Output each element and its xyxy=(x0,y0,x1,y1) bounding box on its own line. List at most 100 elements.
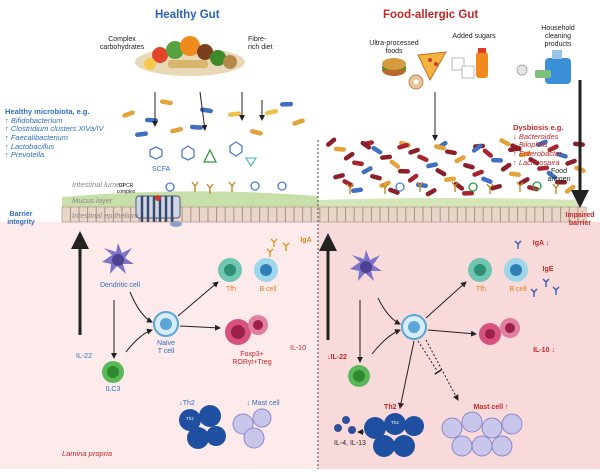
epithelial-cell xyxy=(259,206,269,223)
epithelial-cell xyxy=(543,206,553,223)
iga-label: IgA xyxy=(300,237,312,244)
epithelial-cell xyxy=(233,206,243,223)
ilc3-allergic-icon xyxy=(348,365,370,387)
dysbiotic-bacterium xyxy=(434,144,446,151)
commensal-bacterium xyxy=(280,101,294,107)
healthy-food-icon xyxy=(135,36,245,76)
epithelial-cell xyxy=(397,206,406,223)
mast-cell-healthy-cluster xyxy=(232,408,272,449)
epithelial-cell xyxy=(78,206,88,223)
il22-label: IL-22 xyxy=(76,353,92,360)
dysbiotic-bacterium xyxy=(462,190,475,196)
commensal-bacterium xyxy=(189,124,203,130)
antigen-y-shape xyxy=(516,181,524,192)
antigen-y-shape xyxy=(381,183,389,194)
epithelial-cell xyxy=(388,206,398,223)
gpcr-complex-icon xyxy=(135,195,182,227)
ilc3-healthy-icon xyxy=(102,361,124,383)
epithelial-cell xyxy=(293,206,303,223)
epithelial-cell xyxy=(474,206,484,223)
treg-healthy-icon xyxy=(225,315,268,345)
dysbiotic-bacterium xyxy=(425,188,437,197)
epithelial-cell xyxy=(345,206,355,223)
epithelial-cell xyxy=(182,206,191,223)
epithelial-cell xyxy=(405,206,415,223)
epithelial-cell xyxy=(87,206,97,223)
fibre-diet-label: Fibre- rich diet xyxy=(248,36,273,52)
dysbiotic-bacterium xyxy=(536,139,548,147)
dysbiotic-bacterium xyxy=(371,145,383,155)
epithelial-cell xyxy=(190,206,200,223)
dysbiotic-bacterium xyxy=(435,168,447,177)
processed-food-icon xyxy=(382,51,447,90)
dysbiotic-bacterium xyxy=(490,157,503,163)
epithelial-cell xyxy=(250,206,260,223)
dysbiotic-bacterium xyxy=(481,176,493,184)
antigen-y-shape xyxy=(451,181,459,192)
epithelial-cell xyxy=(534,206,544,223)
tfh-healthy-icon xyxy=(218,258,242,282)
epithelial-cell xyxy=(104,206,114,223)
epithelial-cell xyxy=(319,206,329,223)
commensal-bacterium xyxy=(170,126,183,134)
mast-cell-increase-label: Mast cell ↑ xyxy=(473,404,509,411)
dendritic-cell-allergic-icon xyxy=(350,250,382,281)
epithelial-cell xyxy=(70,206,80,223)
iga-antibody-y xyxy=(266,248,274,257)
epithelial-cell xyxy=(302,206,312,223)
dysbiotic-bacterium xyxy=(547,144,559,153)
epithelial-cell xyxy=(448,206,458,223)
bcell-allergic-label: B cell xyxy=(509,286,527,293)
ige-antibody-y xyxy=(530,288,538,297)
commensal-bacterium xyxy=(265,108,278,116)
microbiota-item: ↑ Clostridium clusters XIVa/IV xyxy=(5,124,104,134)
bcell-allergic-icon xyxy=(504,258,528,282)
epithelial-cell xyxy=(242,206,252,223)
dysbiotic-bacterium xyxy=(361,166,373,175)
microbiota-item: ↑ Prevotella xyxy=(5,150,45,160)
dendritic-cell-healthy-icon xyxy=(102,243,134,274)
dysbiotic-bacterium xyxy=(333,146,346,152)
dysbiosis-item: ↑ Lachnospira xyxy=(513,157,560,167)
commensal-bacterium xyxy=(250,129,263,136)
mucus-layer-allergic xyxy=(318,198,580,207)
ige-antibody-y xyxy=(552,286,560,295)
epithelial-cell xyxy=(96,206,105,223)
epithelial-cell xyxy=(311,206,320,223)
epithelial-cell xyxy=(61,206,71,223)
dysbiotic-bacterium xyxy=(528,157,540,166)
diet-arrows xyxy=(152,91,438,141)
commensal-bacterium xyxy=(228,111,241,118)
epithelial-cell xyxy=(422,206,432,223)
dysbiotic-bacterium xyxy=(500,162,512,172)
treg-allergic-icon xyxy=(479,318,520,345)
bacteria-group xyxy=(122,99,586,197)
epithelial-cell xyxy=(113,206,123,223)
dysbiotic-bacterium xyxy=(342,179,354,188)
dysbiotic-bacterium xyxy=(537,165,550,171)
epithelial-cell xyxy=(371,206,381,223)
epithelial-cell xyxy=(121,206,131,223)
dysbiotic-bacterium xyxy=(565,158,577,166)
dysbiotic-bacterium xyxy=(407,173,419,183)
th2-allergic-cluster xyxy=(364,413,424,457)
dysbiosis-list: Dysbiosis e.g. ↓ Bacteroides ↓ Bilophila… xyxy=(513,123,563,167)
epithelial-cell xyxy=(483,206,492,223)
dysbiotic-bacterium xyxy=(556,151,568,159)
epithelial-cell xyxy=(517,206,527,223)
dysbiotic-bacterium xyxy=(408,147,420,155)
iga-decrease-label: IgA ↓ xyxy=(532,240,550,247)
il10-label: IL-10 xyxy=(290,345,306,352)
dysbiotic-bacterium xyxy=(380,154,393,160)
il4-il13-molecules xyxy=(334,416,356,434)
epithelial-cell xyxy=(216,206,226,223)
dysbiotic-bacterium xyxy=(326,137,337,147)
dysbiotic-bacterium xyxy=(360,140,372,150)
epithelial-cell xyxy=(199,206,209,223)
naive-t-cell-label: Naive T cell xyxy=(157,340,175,356)
ilc3-label: ILC3 xyxy=(105,386,121,393)
healthy-microbiota-list: Healthy microbiota, e.g. ↑ Bifidobacteri… xyxy=(5,107,104,160)
commensal-bacterium xyxy=(160,99,173,106)
added-sugar-icon xyxy=(451,48,488,79)
mucus-layer-healthy xyxy=(62,191,318,207)
